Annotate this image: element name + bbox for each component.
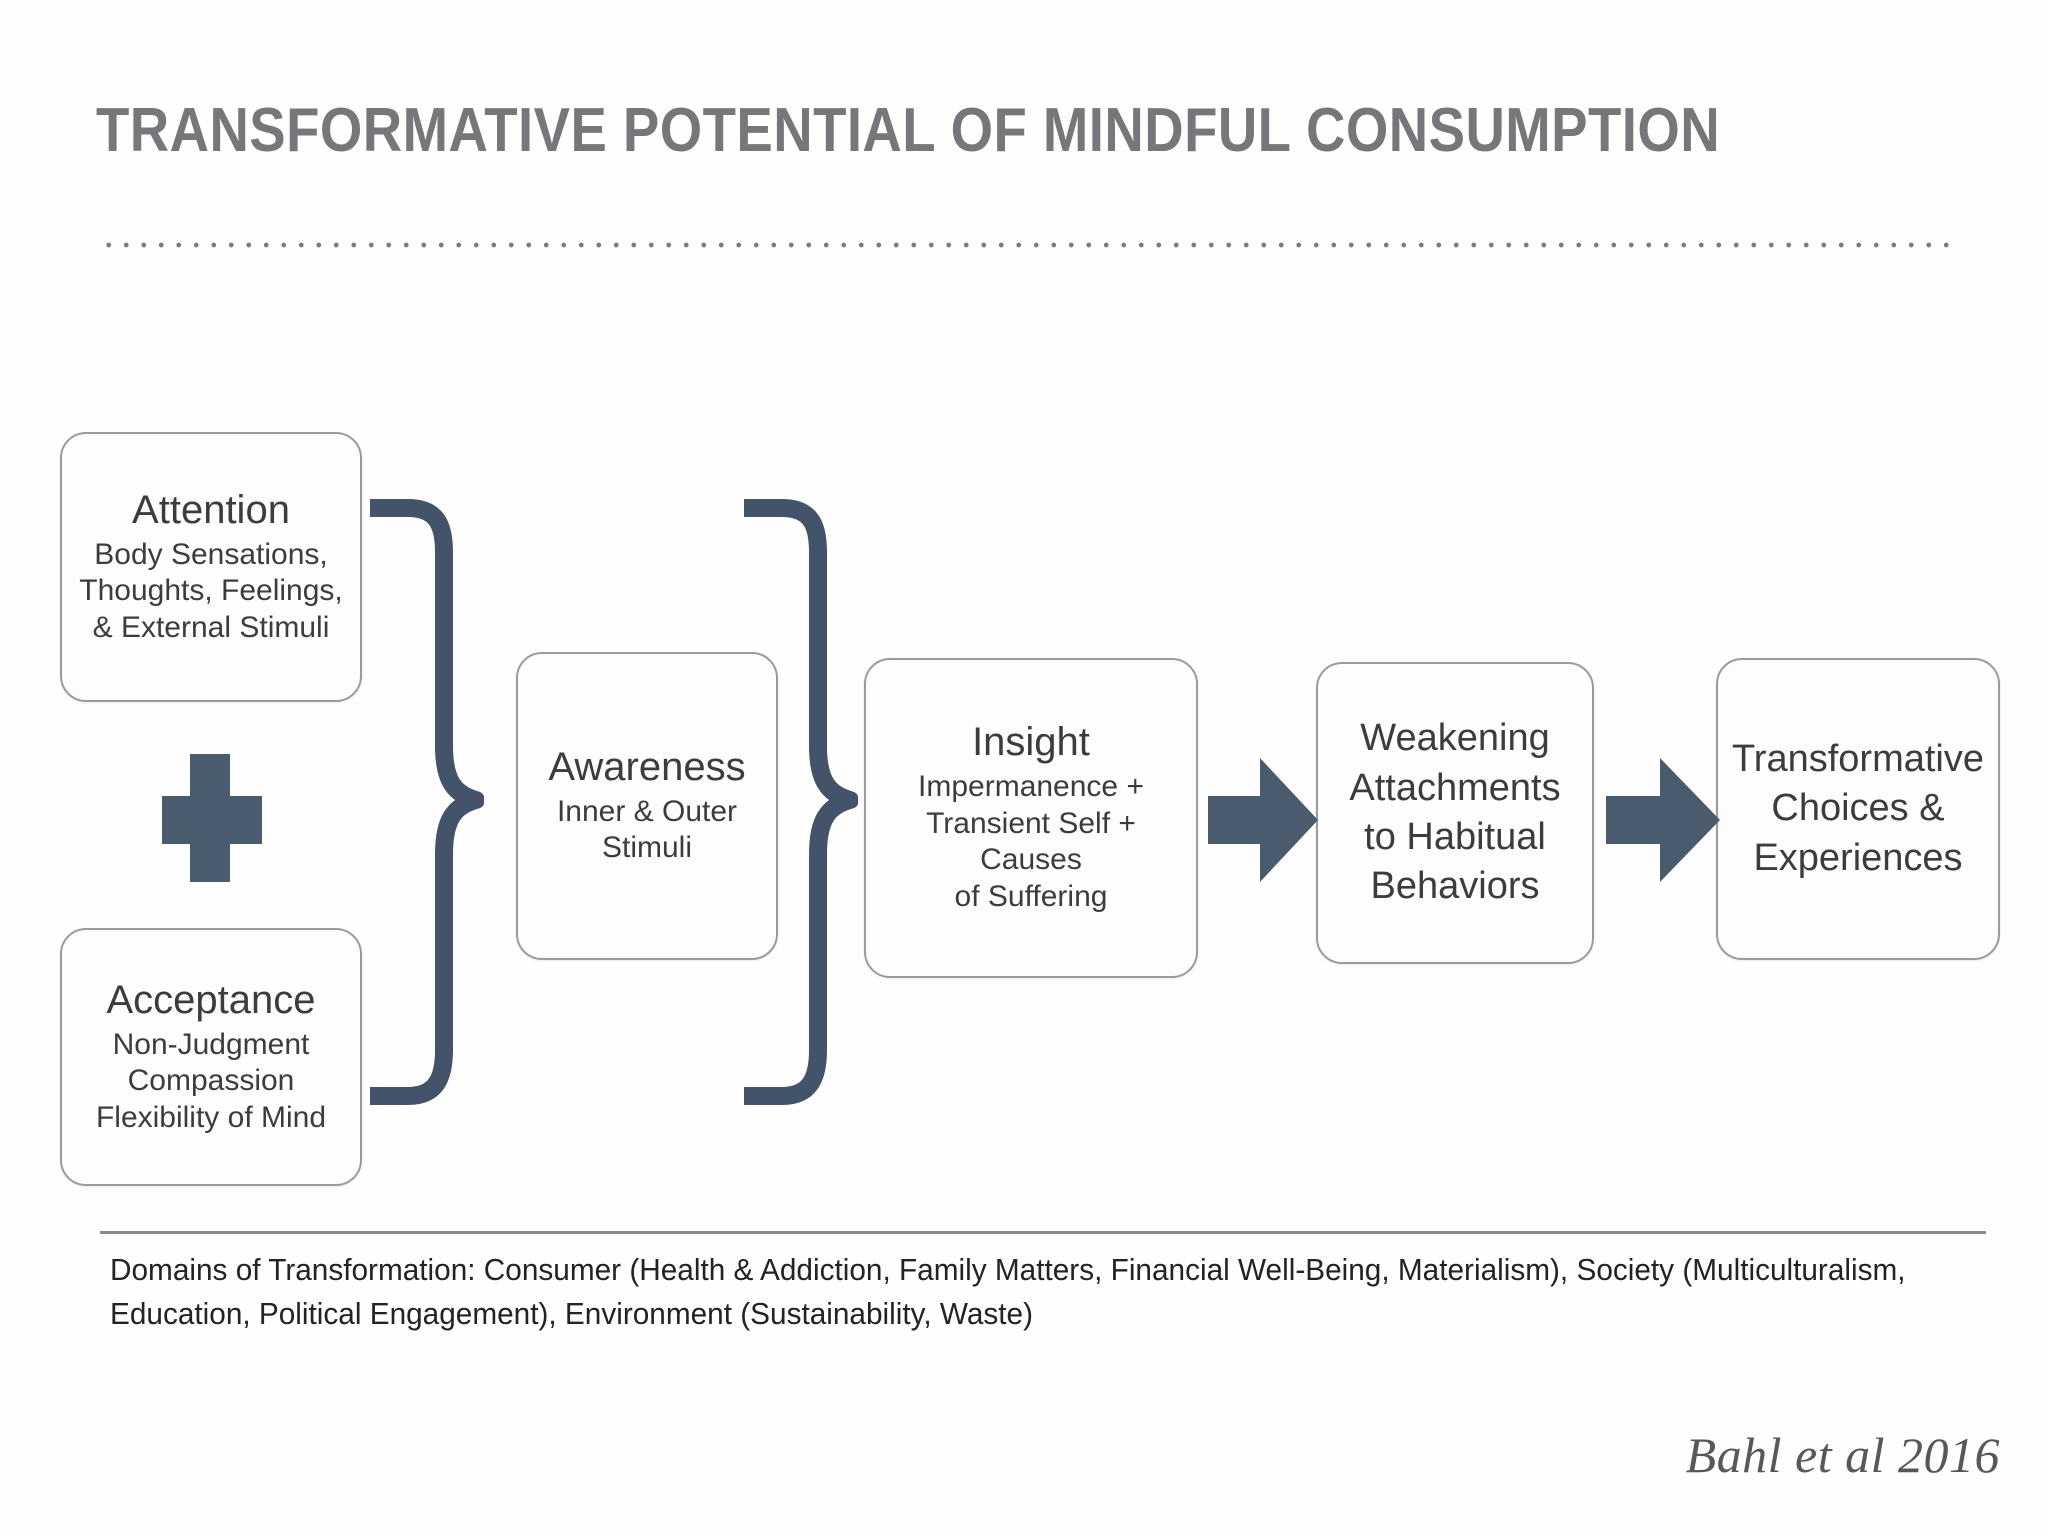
- diagram-node-transformative-choices: Transformative Choices & Experiences: [1716, 658, 2000, 960]
- domains-of-transformation-caption: Domains of Transformation: Consumer (Hea…: [110, 1252, 1906, 1332]
- diagram-node-weakening-attachments: Weakening Attachments to Habitual Behavi…: [1316, 662, 1594, 964]
- node-heading: Awareness: [548, 745, 746, 789]
- node-heading: Insight: [972, 720, 1090, 765]
- node-subtext: Body Sensations, Thoughts, Feelings, & E…: [79, 537, 343, 644]
- node-subtext: Impermanence + Transient Self + Causes o…: [918, 770, 1144, 913]
- node-heading: Acceptance: [106, 977, 316, 1022]
- page-title: TRANSFORMATIVE POTENTIAL OF MINDFUL CONS…: [96, 96, 1721, 165]
- caption-divider: [100, 1231, 1986, 1234]
- diagram-node-acceptance: Acceptance Non-Judgment Compassion Flexi…: [60, 928, 362, 1186]
- title-dotted-divider: [100, 241, 1955, 249]
- diagram-node-awareness: Awareness Inner & Outer Stimuli: [516, 652, 778, 960]
- plus-sign-icon: [162, 754, 262, 882]
- node-heading: Transformative Choices & Experiences: [1732, 737, 1984, 879]
- arrow-right-icon-2: [1606, 758, 1720, 882]
- node-subtext: Non-Judgment Compassion Flexibility of M…: [95, 1027, 327, 1134]
- diagram-node-insight: Insight Impermanence + Transient Self + …: [864, 658, 1198, 978]
- arrow-right-icon-1: [1208, 758, 1318, 882]
- diagram-node-attention: Attention Body Sensations, Thoughts, Fee…: [60, 432, 362, 702]
- node-subtext: Inner & Outer Stimuli: [556, 794, 738, 865]
- curly-brace-right-icon-1: [370, 499, 484, 1105]
- node-heading: Weakening Attachments to Habitual Behavi…: [1349, 717, 1561, 908]
- node-heading: Attention: [132, 487, 290, 532]
- curly-brace-right-icon-2: [744, 499, 858, 1105]
- citation-label: Bahl et al 2016: [1685, 1427, 2000, 1483]
